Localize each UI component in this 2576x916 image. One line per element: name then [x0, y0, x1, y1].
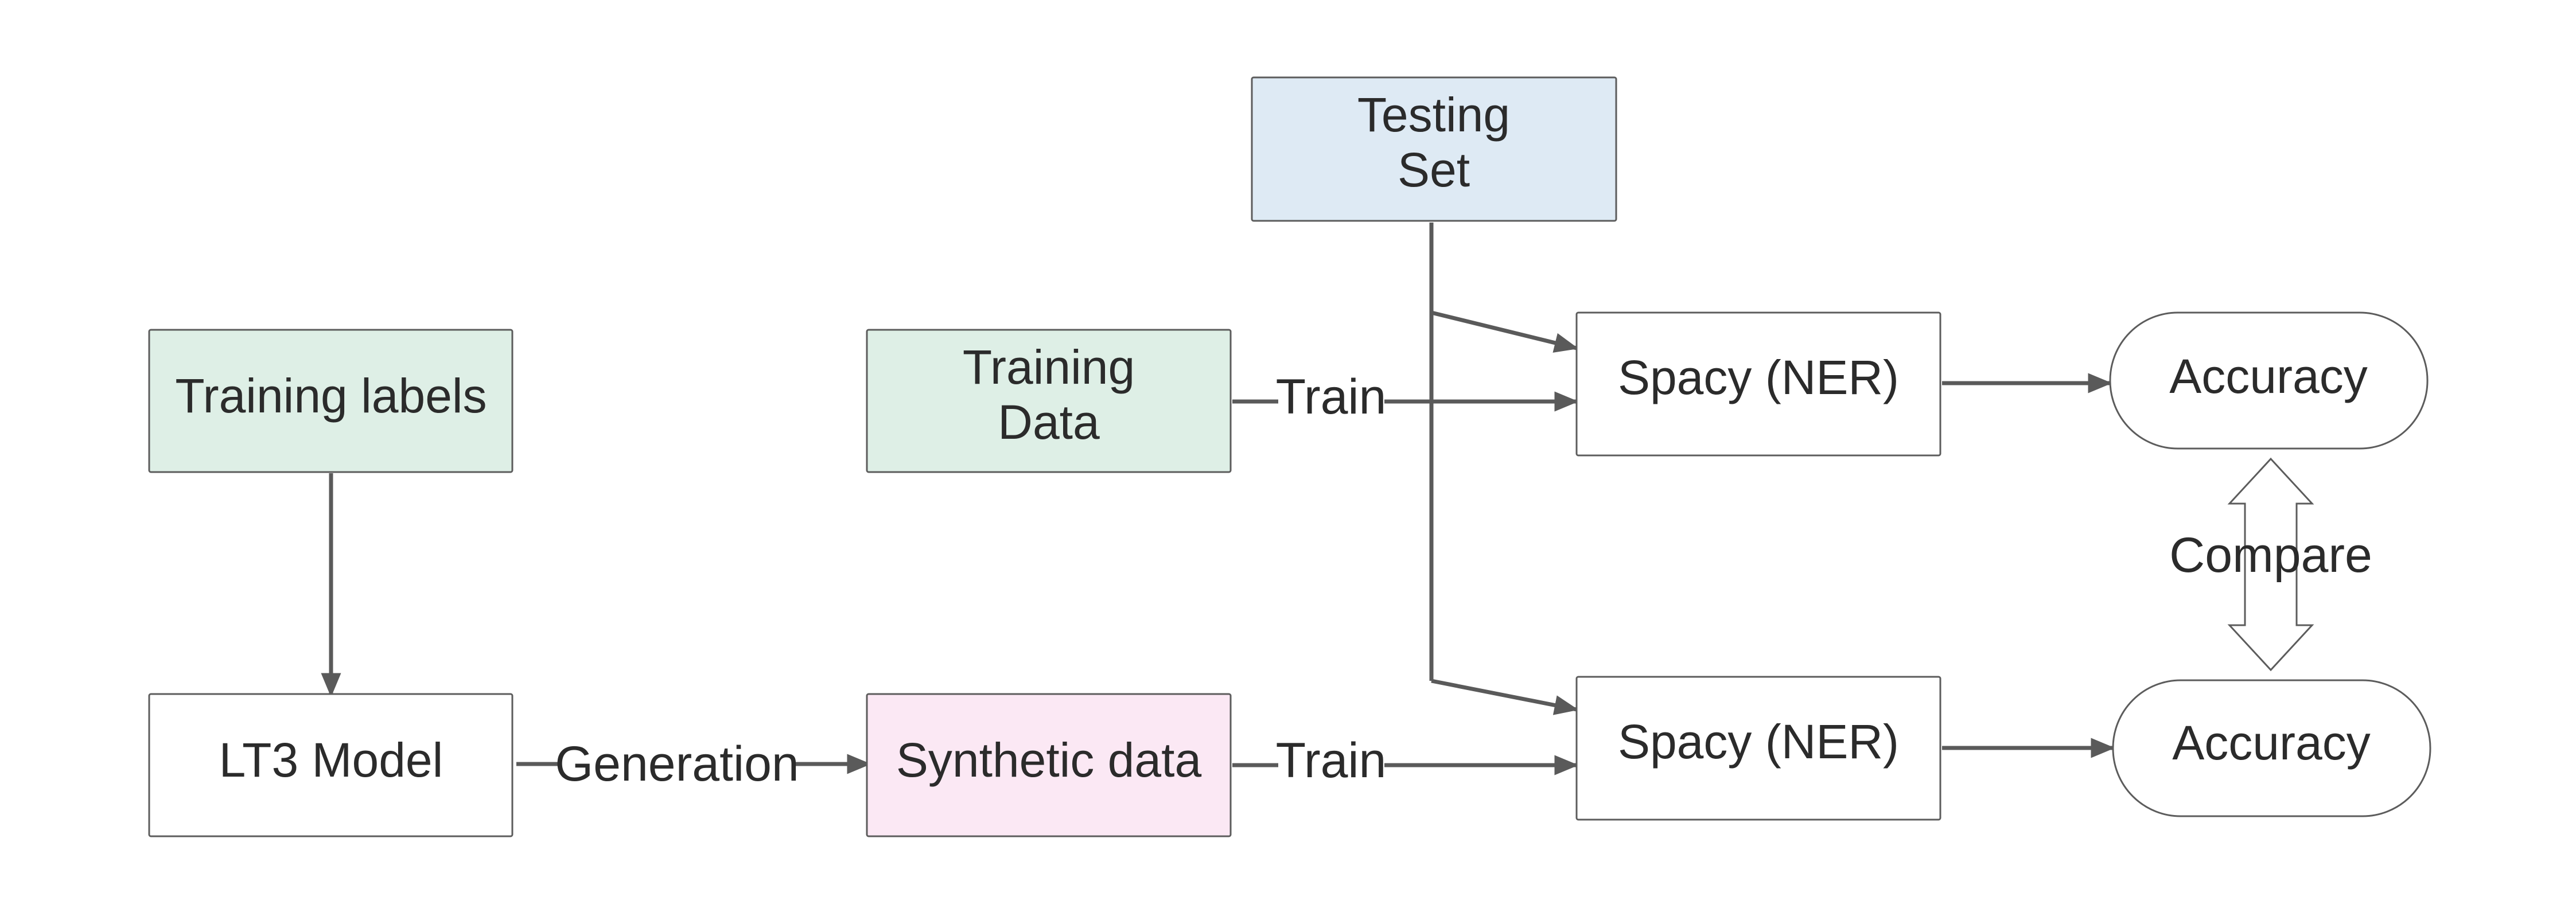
node-accuracy-bottom-text: Accuracy [2172, 716, 2370, 770]
compare-double-arrow [2227, 457, 2314, 672]
node-testing-set-line2: Set [1398, 143, 1470, 197]
node-training-data-line2: Data [998, 395, 1100, 449]
node-training-data-line1: Training [963, 340, 1135, 394]
node-training-data: Training Data [866, 329, 1232, 473]
edge-label-compare: Compare [2169, 528, 2372, 583]
node-accuracy-top-text: Accuracy [2169, 349, 2367, 403]
node-accuracy-bottom: Accuracy [2112, 679, 2431, 817]
node-spacy-bottom: Spacy (NER) [1575, 676, 1941, 821]
node-testing-set-line1: Testing [1357, 88, 1510, 142]
node-lt3-model: LT3 Model [148, 693, 513, 837]
node-spacy-top: Spacy (NER) [1575, 311, 1941, 457]
edge-testing-to-spacy-top [1431, 310, 1579, 353]
node-lt3-model-text: LT3 Model [219, 733, 443, 787]
node-training-labels: Training labels [148, 329, 513, 473]
edge-label-train-bottom: Train [1276, 733, 1387, 788]
node-synthetic-data-text: Synthetic data [896, 733, 1202, 787]
node-accuracy-top: Accuracy [2109, 311, 2429, 450]
node-spacy-bottom-text: Spacy (NER) [1618, 715, 1899, 769]
node-training-labels-text: Training labels [175, 369, 487, 423]
edge-label-train-top: Train [1276, 369, 1387, 424]
node-spacy-top-text: Spacy (NER) [1618, 350, 1899, 404]
node-synthetic-data: Synthetic data [866, 693, 1232, 837]
edge-label-generation: Generation [555, 736, 799, 792]
node-testing-set: Testing Set [1251, 76, 1617, 222]
edge-testing-to-spacy-bottom [1431, 679, 1579, 715]
